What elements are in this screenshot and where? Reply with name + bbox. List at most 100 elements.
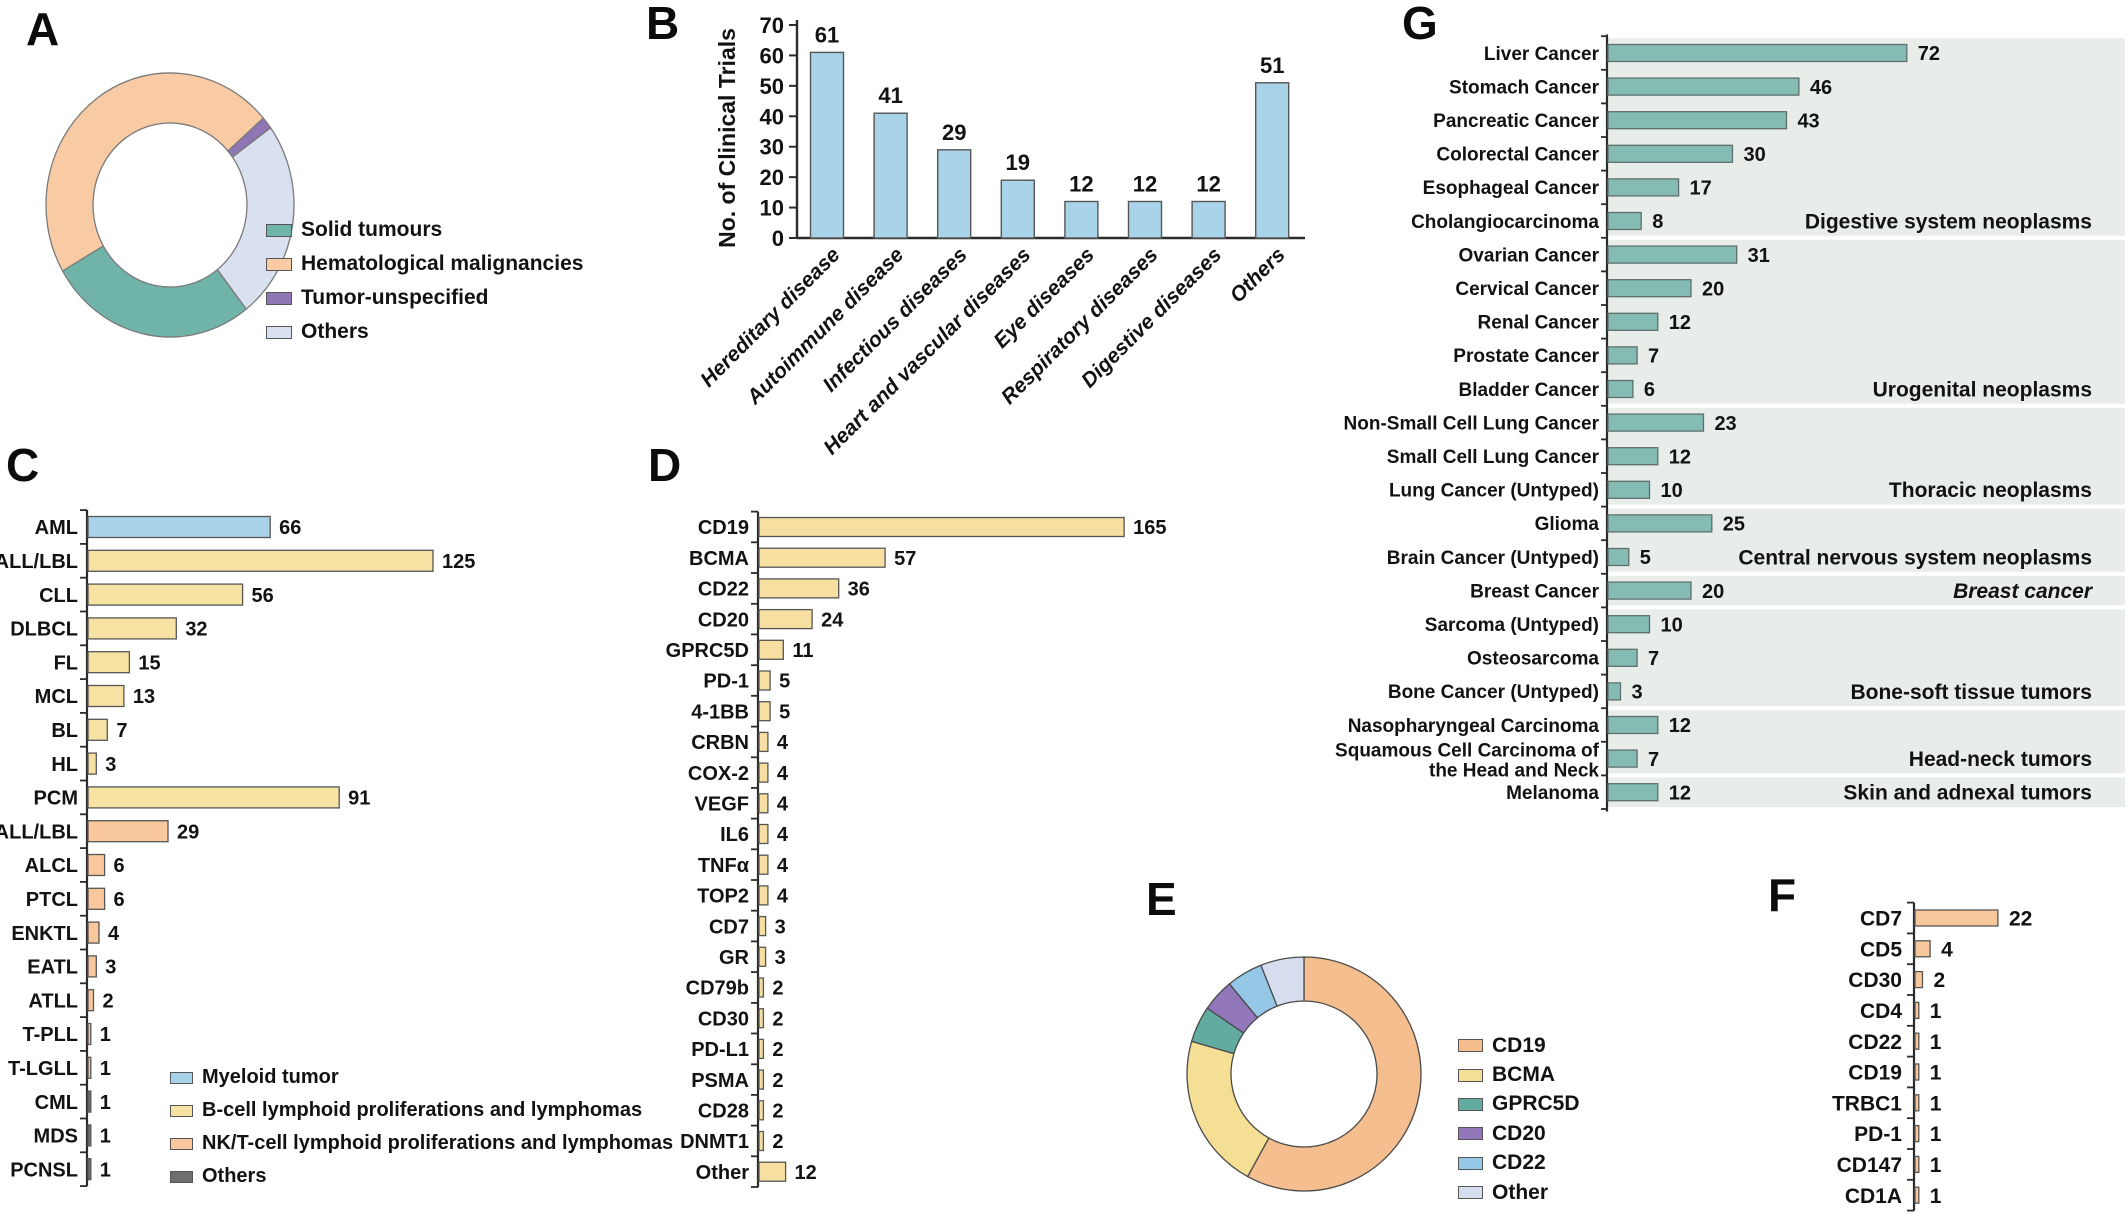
category-t-pll: T-PLL xyxy=(22,1024,78,1046)
bar-autoimmune-disease xyxy=(873,112,908,239)
value-cd28: 2 xyxy=(772,1101,783,1123)
category-nasopharyngeal-carcinoma: Nasopharyngeal Carcinoma xyxy=(1348,716,1600,737)
bar-respiratory-diseases xyxy=(1127,200,1163,239)
bar-others xyxy=(1255,82,1290,239)
value-bladder-cancer: 6 xyxy=(1644,379,1655,401)
bar-4-1bb xyxy=(758,701,771,722)
value-liver-cancer: 72 xyxy=(1918,43,1940,65)
bar-osteosarcoma xyxy=(1607,648,1638,667)
value-bone-cancer-untyped: 3 xyxy=(1631,682,1642,704)
bar-cox-2 xyxy=(758,762,769,783)
category-bl: BL xyxy=(51,720,78,742)
value-vegf: 4 xyxy=(777,794,789,816)
y-tick-label-0: 0 xyxy=(772,226,784,251)
value-melanoma: 12 xyxy=(1669,782,1691,804)
group-band-bone-soft-tissue-tumors xyxy=(1608,609,2125,707)
legend-swatch-others xyxy=(170,1170,193,1183)
category-colorectal-cancer: Colorectal Cancer xyxy=(1436,145,1599,166)
category-cml: CML xyxy=(35,1092,78,1114)
category-alcl: ALCL xyxy=(25,855,78,877)
bar-pcm xyxy=(87,786,340,809)
legend-swatch-cd19 xyxy=(1458,1039,1483,1053)
category-mcl: MCL xyxy=(35,686,78,708)
value-il6: 4 xyxy=(777,824,789,846)
legend-swatch-solid-tumours xyxy=(266,223,292,237)
legend-swatch-cd20 xyxy=(1458,1127,1483,1141)
donut-slice-bcma xyxy=(1186,1040,1270,1178)
category-dnmt1: DNMT1 xyxy=(680,1131,749,1153)
category-cd20: CD20 xyxy=(698,609,749,631)
value-tnf: 4 xyxy=(777,855,789,877)
category-vegf: VEGF xyxy=(695,794,749,816)
panel-label-a: A xyxy=(26,3,60,55)
category-ovarian-cancer: Ovarian Cancer xyxy=(1459,245,1600,266)
legend-item-nk-t-cell-lymphoid-proliferations-and-lymphomas: NK/T-cell lymphoid proliferations and ly… xyxy=(170,1127,673,1160)
bar-enktl xyxy=(87,921,100,944)
bar-cervical-cancer xyxy=(1607,279,1692,298)
value-aml: 66 xyxy=(279,517,301,539)
category-cll: CLL xyxy=(39,585,78,607)
bar-mcl xyxy=(87,684,125,708)
value-eatl: 3 xyxy=(105,957,116,979)
bar-mds xyxy=(87,1124,92,1147)
legend-item-myeloid-tumor: Myeloid tumor xyxy=(170,1061,673,1094)
bar-infectious-diseases xyxy=(936,149,972,239)
legend-label-solid-tumours: Solid tumours xyxy=(301,218,443,241)
legend-label-tumor-unspecified: Tumor-unspecified xyxy=(301,286,489,309)
y-tick-label-60: 60 xyxy=(760,43,784,68)
value-mcl: 13 xyxy=(133,686,155,708)
bar-cd7 xyxy=(1914,909,1999,927)
category-cox-2: COX-2 xyxy=(688,763,749,785)
category-stomach-cancer: Stomach Cancer xyxy=(1449,77,1600,98)
bar-colorectal-cancer xyxy=(1607,144,1734,163)
value-4-1bb: 5 xyxy=(779,701,790,723)
legend-swatch-cd22 xyxy=(1458,1156,1483,1170)
category-ptcl: PTCL xyxy=(26,889,78,911)
category-t-all-lbl: T-ALL/LBL xyxy=(0,821,78,843)
panel-label-c: C xyxy=(6,439,40,491)
value-infectious-diseases: 29 xyxy=(942,120,966,145)
bar-bl xyxy=(87,718,108,741)
legend-label-cd19: CD19 xyxy=(1492,1033,1546,1057)
bar-crbn xyxy=(758,731,769,753)
panel-label-e: E xyxy=(1146,873,1177,925)
value-renal-cancer: 12 xyxy=(1669,312,1691,334)
legend-swatch-other xyxy=(1458,1186,1483,1200)
bar-squamous-cell-carcinoma-of-the-head-and-neck xyxy=(1607,749,1638,768)
bar-cd4 xyxy=(1914,1001,1920,1020)
bar-cd22 xyxy=(758,578,840,599)
value-others: 51 xyxy=(1260,53,1284,78)
bar-liver-cancer xyxy=(1607,43,1908,63)
legend-label-others: Others xyxy=(301,320,369,343)
value-cervical-cancer: 20 xyxy=(1702,278,1724,300)
bar-cd7 xyxy=(758,915,767,937)
bar-cd5 xyxy=(1914,940,1931,958)
bar-ovarian-cancer xyxy=(1607,245,1738,264)
legend-swatch-b-cell-lymphoid-proliferations-and-lymphomas xyxy=(170,1104,193,1117)
bar-renal-cancer xyxy=(1607,312,1659,331)
value-lung-cancer-untyped: 10 xyxy=(1661,480,1683,502)
value-cd4: 1 xyxy=(1930,1000,1942,1023)
bar-t-pll xyxy=(87,1022,92,1046)
value-cll: 56 xyxy=(252,585,274,607)
value-cox-2: 4 xyxy=(777,763,789,785)
value-cholangiocarcinoma: 8 xyxy=(1652,211,1663,233)
legend-item-b-cell-lymphoid-proliferations-and-lymphomas: B-cell lymphoid proliferations and lymph… xyxy=(170,1094,673,1127)
legend-label-others: Others xyxy=(202,1165,267,1187)
bar-aml xyxy=(87,515,271,539)
group-band-urogenital-neoplasms xyxy=(1608,239,2125,404)
bar-alcl xyxy=(87,853,106,877)
value-nasopharyngeal-carcinoma: 12 xyxy=(1669,715,1691,737)
category-cd7: CD7 xyxy=(709,916,749,938)
value-alcl: 6 xyxy=(114,855,125,877)
bar-bone-cancer-untyped xyxy=(1607,682,1622,701)
bar-breast-cancer xyxy=(1607,581,1692,600)
value-cd20: 24 xyxy=(821,609,844,631)
category-mds: MDS xyxy=(34,1126,78,1148)
legend-label-bcma: BCMA xyxy=(1492,1063,1555,1087)
bar-gr xyxy=(758,946,767,967)
value-sarcoma-untyped: 10 xyxy=(1661,614,1683,636)
